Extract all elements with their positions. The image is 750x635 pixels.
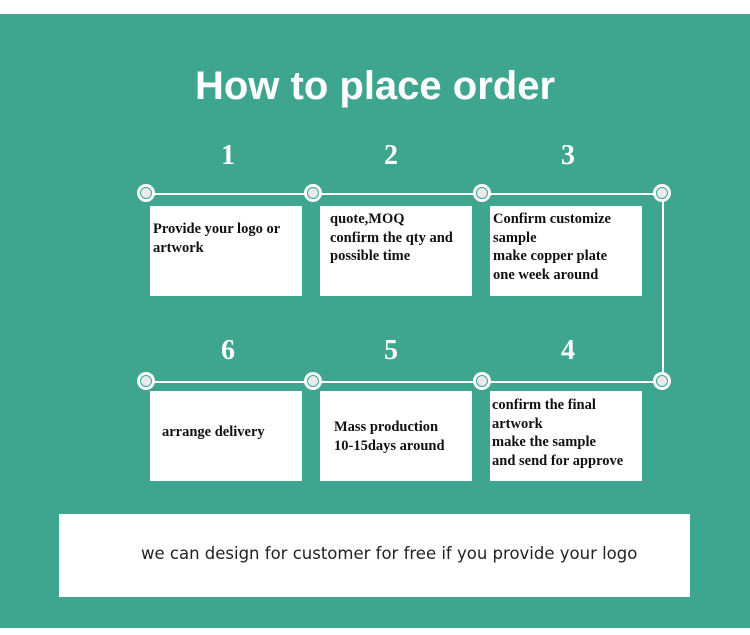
node-top-2 xyxy=(304,184,322,202)
step-text-line: make copper plate xyxy=(493,248,608,264)
step-text-line: confirm the final xyxy=(492,397,596,413)
step-text-line: quote,MOQ xyxy=(330,211,405,227)
step-text-line: artwork xyxy=(153,239,204,256)
footer-note-box: we can design for customer for free if y… xyxy=(59,514,690,597)
step-text-line: artwork xyxy=(492,415,543,432)
connector-bottom xyxy=(146,381,663,383)
step-number-1: 1 xyxy=(221,140,235,171)
step-text-line: one week around xyxy=(493,266,599,283)
step-text-line: confirm the qty and xyxy=(330,229,453,246)
node-bottom-3 xyxy=(473,372,491,390)
step-text-line: and send for approve xyxy=(492,452,624,469)
step-text-line: Mass production xyxy=(334,419,439,435)
step-box-5: Mass production 10-15days around xyxy=(320,391,472,481)
node-top-4 xyxy=(653,184,671,202)
step-box-1: Provide your logo or artwork xyxy=(150,206,302,296)
step-text-line: Provide your logo or xyxy=(153,221,281,237)
step-text-line: Confirm customize xyxy=(493,211,611,227)
step-text-line: sample xyxy=(493,229,537,246)
node-top-3 xyxy=(473,184,491,202)
footer-note: we can design for customer for free if y… xyxy=(141,544,638,563)
step-box-6: arrange delivery xyxy=(150,391,302,481)
step-number-3: 3 xyxy=(561,140,575,171)
step-box-4: confirm the final artwork make the sampl… xyxy=(490,391,642,481)
node-top-1 xyxy=(137,184,155,202)
connector-top xyxy=(146,193,663,195)
step-box-2: quote,MOQ confirm the qty and possible t… xyxy=(320,206,472,296)
step-number-5: 5 xyxy=(384,335,398,366)
step-text-line: arrange delivery xyxy=(162,424,265,440)
node-bottom-1 xyxy=(137,372,155,390)
step-number-2: 2 xyxy=(384,140,398,171)
step-box-3: Confirm customize sample make copper pla… xyxy=(490,206,642,296)
step-number-6: 6 xyxy=(221,335,235,366)
step-text-line: possible time xyxy=(330,248,411,264)
node-bottom-2 xyxy=(304,372,322,390)
step-number-4: 4 xyxy=(561,335,575,366)
connector-right xyxy=(662,194,664,382)
node-bottom-4 xyxy=(653,372,671,390)
step-text-line: 10-15days around xyxy=(334,437,445,454)
page-title: How to place order xyxy=(194,64,556,108)
step-text-line: make the sample xyxy=(492,434,596,450)
